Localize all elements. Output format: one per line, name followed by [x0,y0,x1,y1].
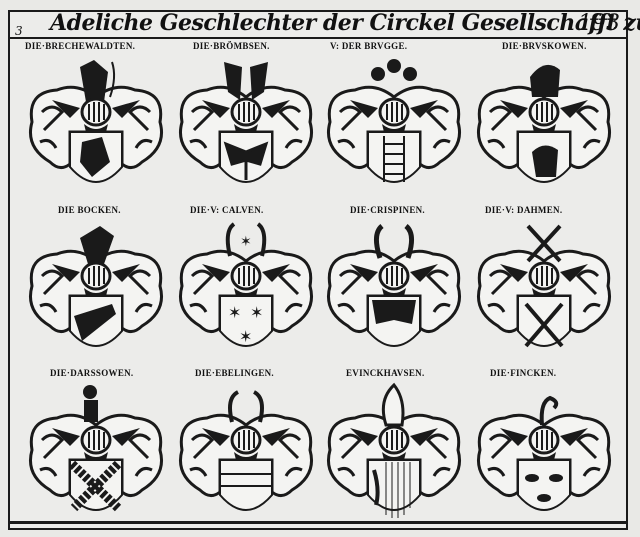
arms-label: DIE·V: CALVEN. [190,205,264,215]
svg-text:✶: ✶ [240,234,252,250]
svg-text:✶: ✶ [228,303,241,322]
ram-head-arms-icon [28,60,164,183]
coat-of-arms [470,52,618,202]
arms-label: DIE·BRVSKOWEN. [502,41,587,51]
horse-arms-icon [476,64,612,183]
coat-of-arms [320,216,468,366]
coat-of-arms [22,380,170,530]
stars-arms-icon: ✶ ✶ ✶ ✶ [178,222,314,347]
paly-arms-icon [326,382,462,518]
arms-label: DIE·DARSSOWEN. [50,368,134,378]
fess-arms-icon [178,390,314,511]
bottom-rule [10,521,626,524]
svg-text:✶: ✶ [239,327,252,346]
coat-of-arms [320,52,468,202]
goat-arms-icon [28,226,164,347]
signature-mark: 3 [15,24,23,38]
maces-arms-icon [476,224,612,348]
arms-label: DIE·CRISPINEN. [350,205,425,215]
coat-of-arms [172,380,320,530]
arms-label: DIE·EBELINGEN. [195,368,274,378]
arms-label: DIE·BRÖMBSEN. [193,41,270,51]
coat-of-arms [320,380,468,530]
coat-of-arms [22,216,170,366]
arms-label: DIE·BRECHEWALDTEN. [25,41,136,51]
ladder-arms-icon [326,59,462,183]
arms-label: EVINCKHAVSEN. [346,368,425,378]
arms-label: V: DER BRVGGE. [330,41,408,51]
arms-label: DIE·V: DAHMEN. [485,205,563,215]
coat-of-arms [22,52,170,202]
coat-of-arms [470,216,618,366]
checkered-saltire-arms-icon [28,385,164,512]
page-title: Adeliche Geschlechter der Circkel Gesell… [50,10,640,36]
coat-of-arms [470,380,618,530]
birds-arms-icon [476,395,612,511]
half-eagle-arms-icon [326,224,462,347]
svg-text:✶: ✶ [250,303,263,322]
arms-label: DIE BOCKEN. [58,205,121,215]
coat-of-arms: ✶ ✶ ✶ ✶ [172,216,320,366]
page-header: 3 Adeliche Geschlechter der Circkel Gese… [10,10,640,39]
arms-label: DIE·FINCKEN. [490,368,557,378]
eagle-arms-icon [178,62,314,183]
page-frame: 3 Adeliche Geschlechter der Circkel Gese… [8,10,640,530]
page-number: 193 [578,11,620,36]
coat-of-arms [172,52,320,202]
